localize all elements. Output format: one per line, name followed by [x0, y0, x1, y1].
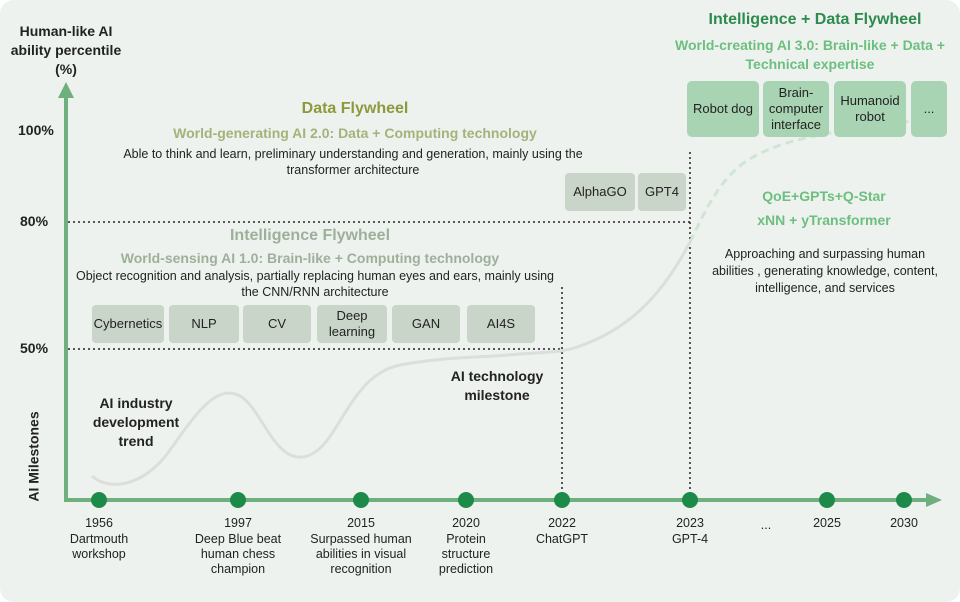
milestone-year: 2023	[676, 516, 704, 530]
milestone-dot	[554, 492, 570, 508]
trend-label: AI industry development trend	[92, 395, 180, 449]
x-axis-title: AI Milestones	[25, 411, 42, 502]
tech-box-cv: CV	[243, 305, 311, 343]
intelligence-flywheel-title: Intelligence Flywheel	[229, 227, 391, 244]
combined-flywheel-title: Intelligence + Data Flywheel	[708, 11, 922, 28]
milestone-text: Surpassed human abilities in visual reco…	[310, 532, 412, 576]
milestone-year: 1997	[224, 516, 252, 530]
tech-box-deep-learning: Deep learning	[317, 305, 387, 343]
milestone-year: 2030	[890, 516, 918, 530]
milestone-year: 2022	[548, 516, 576, 530]
tech-box-cybernetics: Cybernetics	[92, 305, 164, 343]
milestone-text: Protein structure prediction	[438, 532, 494, 576]
tech-box-nlp: NLP	[169, 305, 239, 343]
data-flywheel-title: Data Flywheel	[301, 100, 409, 117]
milestone-year: 2015	[347, 516, 375, 530]
y-axis-title: Human-like AI ability percentile (%)	[10, 23, 122, 77]
milestone-dot	[458, 492, 474, 508]
milestone-text: GPT-4	[671, 532, 709, 546]
intelligence-flywheel-subtitle: World-sensing AI 1.0: Brain-like + Compu…	[120, 250, 500, 266]
intelligence-flywheel-description: Object recognition and analysis, partial…	[75, 269, 555, 299]
y-tick-50: 50%	[20, 340, 49, 356]
combined-flywheel-subtitle: World-creating AI 3.0: Brain-like + Data…	[675, 37, 945, 72]
tech-box-alphago: AlphaGO	[565, 173, 635, 211]
tech-box-gpt4: GPT4	[638, 173, 686, 211]
milestone-dot	[353, 492, 369, 508]
data-flywheel-subtitle: World-generating AI 2.0: Data + Computin…	[173, 125, 537, 141]
tech-box-gan: GAN	[392, 305, 460, 343]
combined-flywheel-description: Approaching and surpassing human abiliti…	[712, 247, 938, 295]
milestone-year: 2020	[452, 516, 480, 530]
combined-tech-line1: QoE+GPTs+Q-Star	[762, 188, 886, 204]
trend-curve	[91, 241, 692, 486]
milestone-year: 2025	[813, 516, 841, 530]
tech-box-robot-dog: Robot dog	[687, 81, 759, 137]
milestone-year: 1956	[85, 516, 113, 530]
y-tick-100: 100%	[18, 122, 54, 138]
milestone-dot	[682, 492, 698, 508]
milestone-dot	[230, 492, 246, 508]
tech-box-brain-computer-interface: Brain-computer interface	[763, 81, 829, 137]
data-flywheel-description: Able to think and learn, preliminary und…	[123, 147, 583, 177]
milestone-ellipsis: ...	[760, 518, 772, 532]
milestone-text: Dartmouth workshop	[69, 532, 129, 561]
milestone-dot	[819, 492, 835, 508]
tech-box-more: ...	[911, 81, 947, 137]
milestone-dot	[91, 492, 107, 508]
combined-tech-line2: xNN + yTransformer	[757, 212, 891, 228]
tech-box-ai4s: AI4S	[467, 305, 535, 343]
milestone-text: ChatGPT	[535, 532, 589, 546]
x-axis-arrow	[926, 493, 942, 507]
milestone-dot	[896, 492, 912, 508]
milestone-text: Deep Blue beat human chess champion	[194, 532, 282, 576]
trend-curve-future	[688, 114, 946, 243]
y-axis-arrow	[58, 82, 74, 98]
y-tick-80: 80%	[20, 213, 49, 229]
tech-box-humanoid-robot: Humanoid robot	[834, 81, 906, 137]
milestone-label: AI technology milestone	[450, 368, 544, 403]
